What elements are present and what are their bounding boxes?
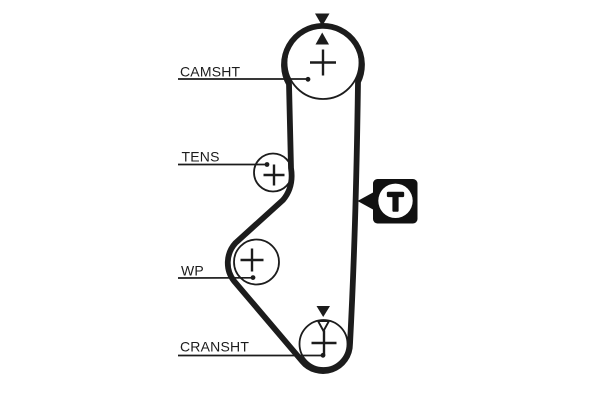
camshaft-center-cross [310,49,336,76]
tension-check-badge: T [357,179,418,224]
timing-belt-path [224,22,365,374]
tensioner-leader-line [178,162,270,167]
water-pump-center-cross [240,248,264,272]
camshaft-timing-mark-up-icon [315,32,329,45]
water-pump-label: WP [181,263,204,279]
crankshaft-timing-mark-down-icon [316,306,330,317]
tensioner-label: TENS [182,149,220,165]
camshaft-timing-mark-down-icon [315,13,330,26]
crankshaft-label: CRANSHT [180,339,249,355]
badge-t-letter: T [388,189,403,217]
camshaft-pulley [285,25,361,100]
crankshaft-leader-line [178,352,326,358]
crankshaft-timing-mark-hollow-icon [316,320,331,333]
badge-circle [378,183,413,218]
camshaft-leader-line [178,76,311,82]
crankshaft-pulley [298,319,349,369]
camshaft-label: CAMSHT [180,64,241,80]
badge-arrow-left-icon [357,192,373,210]
water-pump-pulley [233,238,280,286]
tensioner-pulley [253,152,293,193]
water-pump-leader-line [177,275,256,280]
tensioner-center-cross [263,164,285,186]
crankshaft-center-cross [311,330,337,356]
